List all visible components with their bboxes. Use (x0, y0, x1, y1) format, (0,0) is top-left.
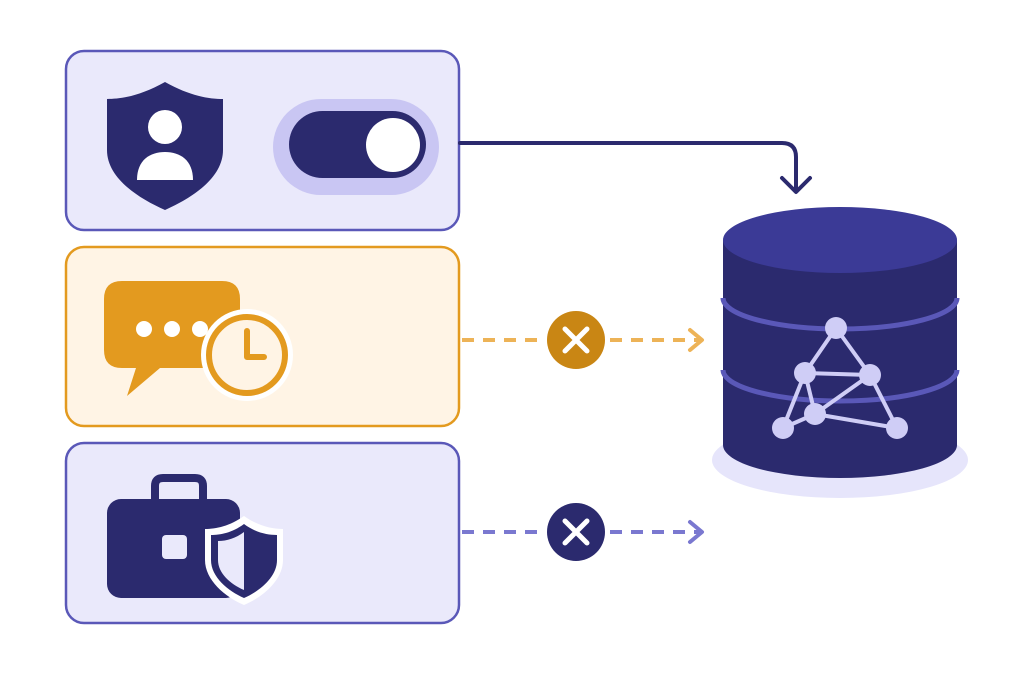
message-history-card (64, 245, 461, 428)
briefcase-shield-icon (107, 474, 283, 605)
shield-user-icon (107, 82, 223, 210)
user-consent-card (64, 49, 461, 232)
database-network-icon (712, 207, 968, 498)
work-data-card (64, 441, 461, 625)
blocked-flow-message-history (462, 311, 704, 369)
network-graph (772, 317, 908, 439)
block-x-icon (547, 503, 605, 561)
toggle-knob (366, 118, 420, 172)
allowed-flow-arrow (458, 141, 812, 194)
chat-clock-icon (104, 281, 293, 401)
consent-toggle[interactable] (273, 99, 439, 195)
blocked-flow-work-data (462, 503, 704, 561)
block-x-icon (547, 311, 605, 369)
